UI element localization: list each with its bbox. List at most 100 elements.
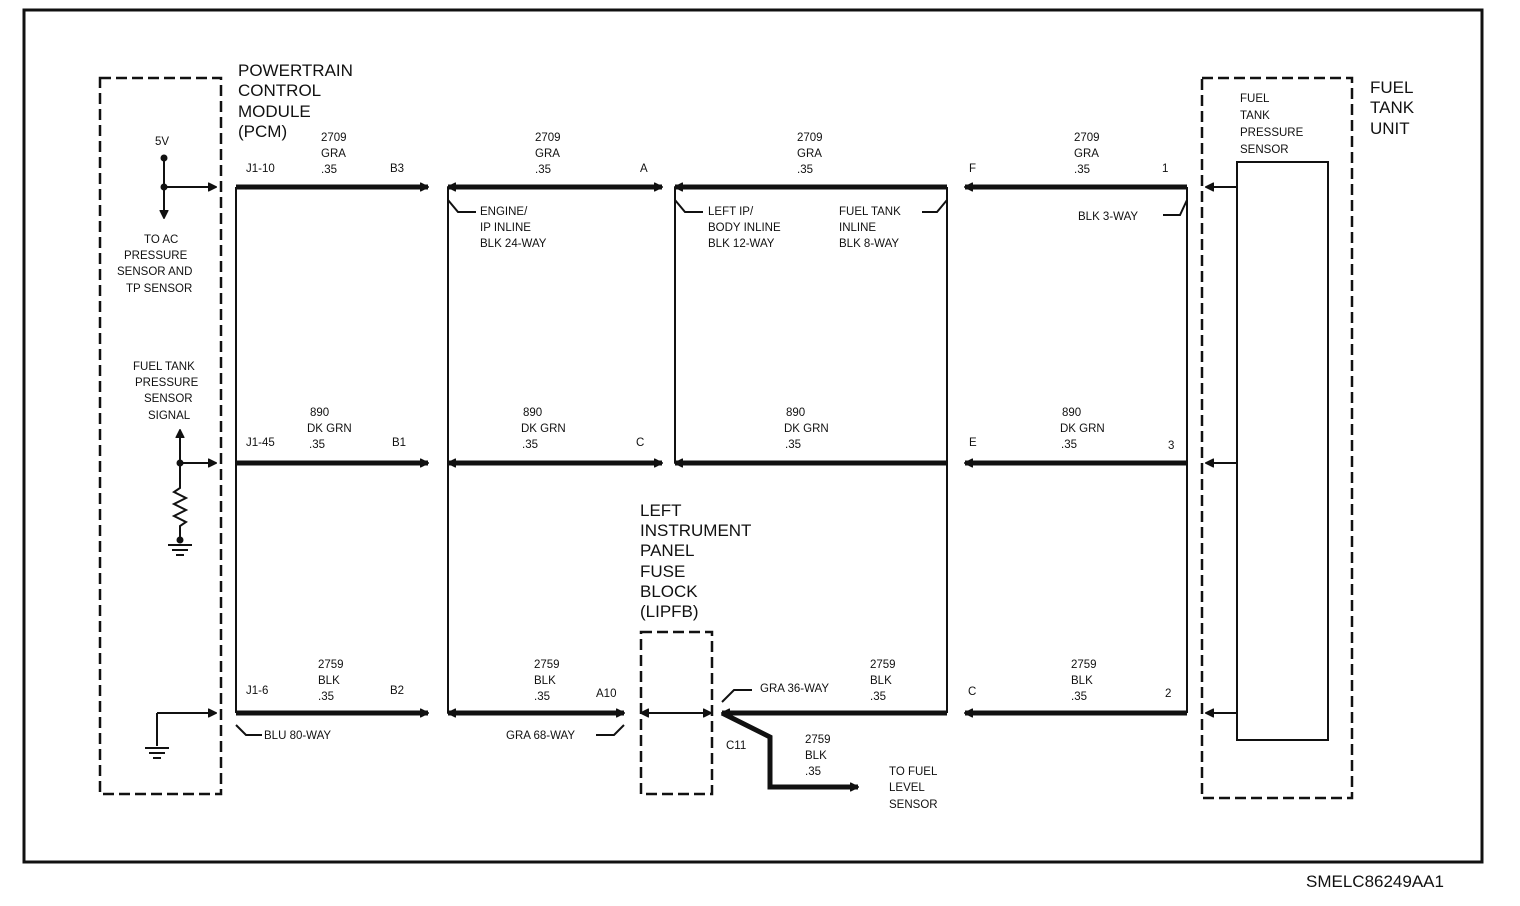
svg-text:LEVEL: LEVEL [889, 782, 925, 794]
svg-text:2759: 2759 [534, 659, 560, 671]
svg-text:.35: .35 [870, 691, 886, 703]
pcm-box [98, 76, 223, 796]
sensor-pin-arrows [1206, 187, 1236, 713]
svg-text:FUEL: FUEL [1240, 93, 1270, 105]
svg-text:2709: 2709 [797, 132, 823, 144]
gra-36way-connector-label: GRA 36-WAY [760, 683, 829, 695]
engine-ip-connector-label: ENGINE/ [480, 206, 528, 218]
wire-labels-row2: 890 DK GRN .35 890 DK GRN .35 890 DK GRN… [307, 407, 1105, 451]
svg-text:GRA: GRA [535, 148, 560, 160]
svg-text:.35: .35 [785, 439, 801, 451]
svg-text:TANK: TANK [1370, 98, 1415, 117]
svg-text:E: E [969, 437, 977, 449]
svg-text:B3: B3 [390, 163, 404, 175]
svg-text:2759: 2759 [1071, 659, 1097, 671]
svg-text:BLOCK: BLOCK [640, 582, 698, 601]
pcm-5v-circuit: 5V [155, 136, 216, 218]
wire-labels-row1: 2709 GRA .35 2709 GRA .35 2709 GRA .35 2… [321, 132, 1100, 176]
svg-text:B1: B1 [392, 437, 406, 449]
wire-labels-row3: 2759 BLK .35 2759 BLK .35 2759 BLK .35 2… [318, 659, 1097, 778]
svg-text:.35: .35 [797, 164, 813, 176]
svg-text:(PCM): (PCM) [238, 122, 287, 141]
svg-text:5V: 5V [155, 136, 169, 148]
svg-text:BLK 24-WAY: BLK 24-WAY [480, 238, 547, 250]
svg-text:SENSOR AND: SENSOR AND [117, 266, 192, 278]
svg-text:F: F [969, 163, 976, 175]
svg-text:MODULE: MODULE [238, 102, 311, 121]
svg-text:2709: 2709 [535, 132, 561, 144]
svg-text:(LIPFB): (LIPFB) [640, 602, 699, 621]
svg-text:DK GRN: DK GRN [307, 423, 352, 435]
svg-text:B2: B2 [390, 685, 404, 697]
blu-80way-connector-label: BLU 80-WAY [264, 730, 331, 742]
svg-text:J1-10: J1-10 [246, 163, 275, 175]
to-ac-label: TO AC PRESSURE SENSOR AND TP SENSOR [117, 234, 192, 295]
svg-text:GRA: GRA [797, 148, 822, 160]
svg-text:SIGNAL: SIGNAL [148, 410, 191, 422]
svg-text:890: 890 [786, 407, 805, 419]
svg-text:SENSOR: SENSOR [144, 393, 193, 405]
svg-text:BLK: BLK [870, 675, 892, 687]
blk-3way-connector-label: BLK 3-WAY [1078, 211, 1138, 223]
to-fuel-level-sensor-label: TO FUEL LEVEL SENSOR [889, 766, 938, 811]
svg-text:BODY INLINE: BODY INLINE [708, 222, 781, 234]
svg-text:C: C [636, 437, 644, 449]
svg-text:BLK 12-WAY: BLK 12-WAY [708, 238, 775, 250]
left-ip-body-connector-label: LEFT IP/ [708, 206, 754, 218]
svg-text:INLINE: INLINE [839, 222, 876, 234]
svg-text:INSTRUMENT: INSTRUMENT [640, 521, 751, 540]
svg-text:A10: A10 [596, 688, 616, 700]
svg-text:1: 1 [1162, 163, 1168, 175]
svg-text:A: A [640, 163, 648, 175]
svg-text:TP SENSOR: TP SENSOR [126, 283, 192, 295]
svg-text:BLK: BLK [1071, 675, 1093, 687]
fuel-tank-unit-box [1200, 76, 1354, 800]
svg-text:CONTROL: CONTROL [238, 81, 321, 100]
svg-text:890: 890 [523, 407, 542, 419]
c11-connector-label: C11 [726, 740, 746, 752]
wire-2759-branch [720, 710, 858, 787]
svg-text:TO AC: TO AC [144, 234, 178, 246]
svg-text:FUSE: FUSE [640, 562, 685, 581]
svg-text:J1-45: J1-45 [246, 437, 275, 449]
svg-text:TO FUEL: TO FUEL [889, 766, 938, 778]
svg-text:DK GRN: DK GRN [1060, 423, 1105, 435]
fuel-tank-pressure-sensor-box [1236, 161, 1329, 741]
svg-text:SENSOR: SENSOR [889, 799, 938, 811]
wire-row-2759 [236, 713, 1187, 787]
svg-text:DK GRN: DK GRN [784, 423, 829, 435]
lipfb-label: LEFT INSTRUMENT PANEL FUSE BLOCK (LIPFB) [640, 501, 751, 621]
connector-leaders [235, 199, 1188, 736]
signal-label: FUEL TANK PRESSURE SENSOR SIGNAL [133, 361, 199, 422]
svg-text:2709: 2709 [321, 132, 347, 144]
svg-text:UNIT: UNIT [1370, 119, 1410, 138]
svg-text:2: 2 [1165, 688, 1171, 700]
svg-text:.35: .35 [805, 766, 821, 778]
svg-text:.35: .35 [309, 439, 325, 451]
svg-text:DK GRN: DK GRN [521, 423, 566, 435]
svg-text:LEFT: LEFT [640, 501, 682, 520]
svg-text:GRA: GRA [321, 148, 346, 160]
svg-text:POWERTRAIN: POWERTRAIN [238, 61, 353, 80]
svg-text:.35: .35 [522, 439, 538, 451]
svg-text:.35: .35 [1071, 691, 1087, 703]
pcm-ground-circuit [145, 713, 216, 759]
svg-text:FUEL: FUEL [1370, 78, 1413, 97]
svg-text:PANEL: PANEL [640, 541, 695, 560]
svg-text:PRESSURE: PRESSURE [124, 250, 188, 262]
svg-text:3: 3 [1168, 440, 1174, 452]
fuel-tank-pressure-sensor-label: FUEL TANK PRESSURE SENSOR [1240, 93, 1304, 156]
svg-text:BLK: BLK [805, 750, 827, 762]
svg-text:C: C [968, 686, 976, 698]
svg-text:BLK 8-WAY: BLK 8-WAY [839, 238, 899, 250]
connector-labels: ENGINE/ IP INLINE BLK 24-WAY LEFT IP/ BO… [264, 206, 1138, 752]
svg-text:890: 890 [310, 407, 329, 419]
svg-text:SENSOR: SENSOR [1240, 144, 1289, 156]
svg-text:.35: .35 [318, 691, 334, 703]
diagram-id: SMELC86249AA1 [1306, 872, 1444, 891]
pcm-signal-circuit [168, 430, 216, 556]
svg-text:PRESSURE: PRESSURE [1240, 127, 1304, 139]
svg-text:J1-6: J1-6 [246, 685, 268, 697]
svg-text:TANK: TANK [1240, 110, 1270, 122]
